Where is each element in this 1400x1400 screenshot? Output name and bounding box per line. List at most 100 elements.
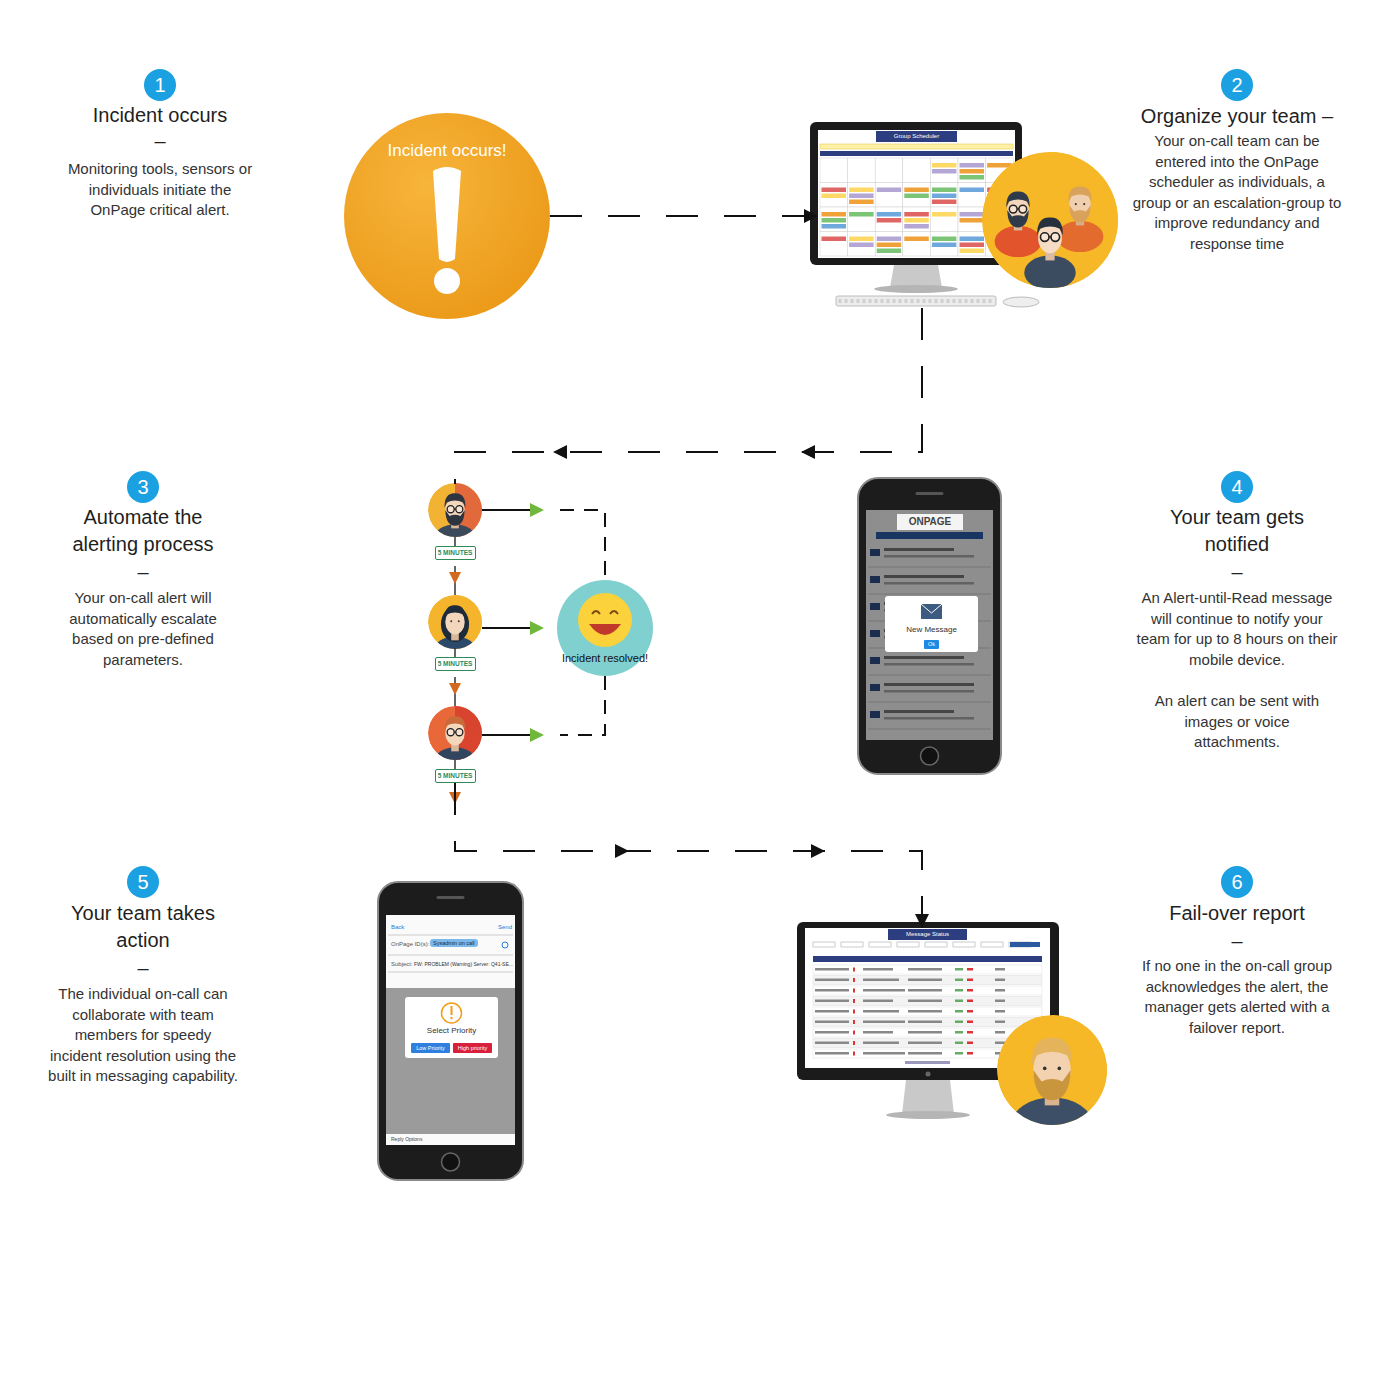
- cell-text-bar: [955, 979, 963, 982]
- node-text: Group Scheduler: [876, 131, 957, 142]
- step-separator: –: [1207, 928, 1267, 954]
- priority-mark: [853, 1020, 855, 1024]
- calendar-entry: [822, 212, 847, 217]
- calendar-entry: [822, 237, 847, 242]
- calendar-entry: [904, 188, 929, 193]
- phone-button: [921, 747, 939, 765]
- cell-text-bar: [967, 1021, 973, 1024]
- avatar-neck: [1045, 248, 1054, 261]
- exclamation-dot: [434, 268, 460, 294]
- cell-text-bar: [815, 968, 849, 971]
- screen-dim: [386, 988, 515, 1134]
- cell-text-bar: [967, 979, 973, 982]
- calendar-cell: [930, 158, 958, 183]
- priority-mark: [853, 968, 855, 972]
- keyboard: [836, 296, 996, 306]
- screen-panel: Group Scheduler: [818, 130, 1015, 258]
- keyboard-key: [863, 299, 866, 303]
- avatar-hair: [444, 605, 465, 620]
- calendar-cell: [930, 232, 958, 257]
- filter-box: [841, 942, 863, 947]
- cell-text-bar: [863, 1021, 905, 1024]
- node-text: 5: [137, 871, 148, 894]
- keyboard-key: [917, 299, 920, 303]
- calendar-cell: [986, 232, 1014, 257]
- cell-text-bar: [863, 989, 905, 992]
- arrow-head: [530, 621, 544, 635]
- keyboard-key: [947, 299, 950, 303]
- calendar-entry: [987, 188, 1012, 193]
- calendar-cell: [903, 232, 931, 257]
- calendar-entry: [877, 243, 902, 248]
- avatar-glasses: [1040, 233, 1049, 242]
- node-text: Incident occurs!: [387, 141, 506, 161]
- logo-patch: [897, 514, 963, 530]
- cell-text-bar: [955, 1042, 963, 1045]
- calendar-entry: [849, 194, 874, 199]
- priority-mark: [853, 1041, 855, 1045]
- cell-text-bar: [863, 979, 899, 982]
- calendar-entry: [877, 188, 902, 193]
- cell-text-bar: [955, 1031, 963, 1034]
- arrow-head: [530, 503, 544, 517]
- node-text: 1: [154, 74, 165, 97]
- cell-text-bar: [967, 968, 973, 971]
- calendar-entry: [904, 237, 929, 242]
- arrow-head: [530, 728, 544, 742]
- step-title: Automate the alerting process: [58, 504, 228, 558]
- calendar-entry: [904, 218, 929, 223]
- calendar-entry: [822, 194, 847, 199]
- avatar-hair: [1068, 186, 1091, 202]
- ui-text: Send: [498, 923, 512, 931]
- dialog-button: High priority: [453, 1043, 492, 1053]
- dialog-button: Ok: [924, 640, 939, 649]
- calendar-entry: [987, 218, 1012, 223]
- divider: [388, 955, 513, 956]
- avatar-glasses: [1017, 208, 1019, 210]
- notice-bar: [820, 144, 1013, 149]
- step-separator: –: [1207, 559, 1267, 585]
- calendar-entry: [960, 169, 985, 174]
- avatar-eye: [450, 620, 452, 622]
- calendar-cell: [875, 183, 903, 208]
- warning-icon: [442, 1003, 462, 1023]
- cell-text-bar: [863, 968, 893, 971]
- avatar-neck: [1014, 219, 1022, 230]
- phone-speaker: [916, 492, 944, 495]
- avatar-face: [1033, 1046, 1070, 1094]
- calendar-entry: [904, 194, 929, 199]
- calendar-entry: [932, 169, 957, 174]
- cell-text-bar: [955, 989, 963, 992]
- avatar-glasses: [454, 509, 456, 510]
- avatar: [428, 483, 482, 552]
- calendar-entry: [987, 163, 1012, 168]
- cell-text-bar: [815, 1031, 849, 1034]
- delay-tag: 5 MINUTES: [435, 769, 476, 783]
- arrow-head: [449, 572, 461, 584]
- calendar-entry: [932, 237, 957, 242]
- pager-bar: [905, 1061, 950, 1064]
- avatar: [997, 1015, 1107, 1128]
- avatar-bg: [1050, 152, 1118, 288]
- monitor-logo: [926, 1072, 931, 1077]
- calendar-cell: [958, 207, 986, 232]
- avatar-hair: [1032, 1038, 1073, 1066]
- avatar-beard: [1069, 205, 1091, 222]
- avatar-eye: [458, 620, 460, 622]
- calendar-cell: [848, 158, 876, 183]
- avatar-glasses: [1051, 233, 1060, 242]
- step-description: If no one in the on-call group acknowled…: [1141, 956, 1333, 1038]
- step-description: The individual on-call can collaborate w…: [47, 984, 239, 1087]
- calendar-cell: [903, 207, 931, 232]
- calendar-cell: [820, 158, 848, 183]
- delay-tag: 5 MINUTES: [435, 546, 476, 560]
- calendar-cell: [958, 158, 986, 183]
- calendar-entry: [822, 218, 847, 223]
- avatar-glasses: [456, 729, 463, 736]
- cell-text-bar: [908, 1031, 942, 1034]
- calendar-cell: [958, 232, 986, 257]
- flow-connector: [455, 783, 922, 928]
- step-separator: –: [130, 128, 190, 154]
- node-text: Select Priority: [427, 1026, 476, 1035]
- table-row: [813, 1028, 1042, 1037]
